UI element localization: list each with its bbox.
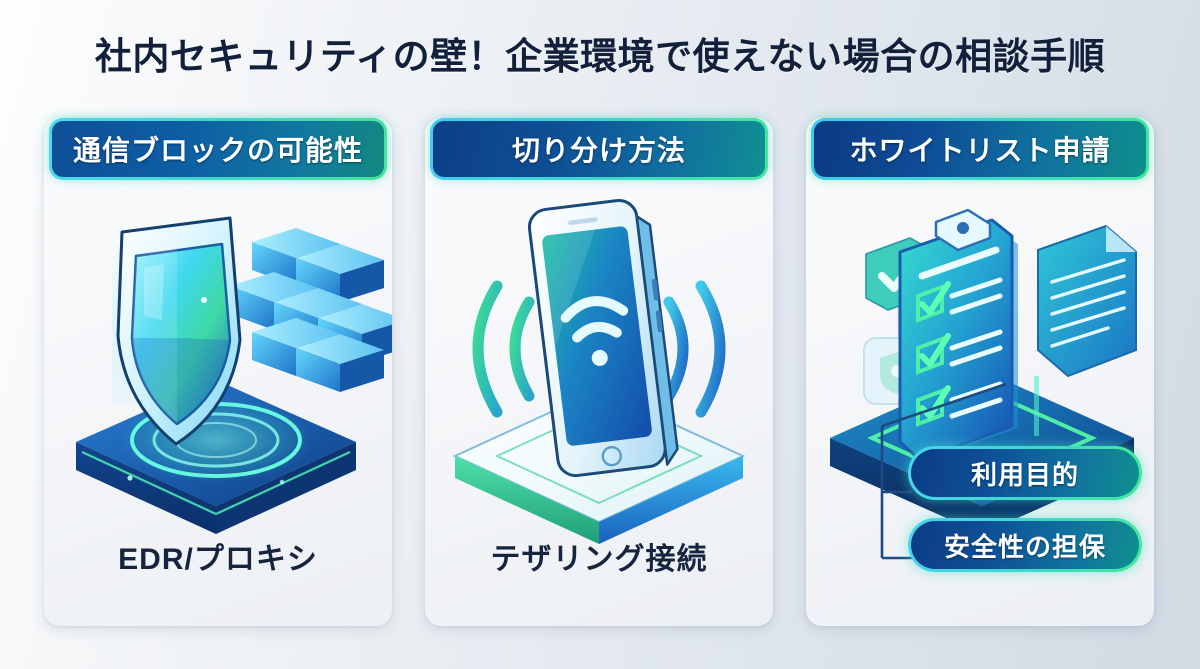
tree-connector-lines: [880, 382, 1007, 560]
card-caption-communication-block: EDR/プロキシ: [118, 543, 318, 576]
card-header-fill: [814, 121, 1146, 177]
pill-fill: [911, 449, 1139, 497]
card-caption-isolation-method: テザリング接続: [490, 543, 708, 576]
pill-fill: [911, 521, 1139, 569]
card-isolation-method[interactable]: 切り分け方法: [425, 118, 773, 626]
cards-container: 通信ブロックの可能性: [44, 118, 1156, 626]
card-header-label: 通信ブロックの可能性: [72, 135, 363, 166]
card-header-label: 切り分け方法: [511, 135, 686, 166]
card-header-fill: [433, 121, 765, 177]
page-title-bar: 社内セキュリティの壁！企業環境で使えない場合の相談手順: [0, 22, 1200, 84]
page-title: 社内セキュリティの壁！企業環境で使えない場合の相談手順: [94, 36, 1106, 77]
card-whitelist-request[interactable]: ホワイトリスト申請: [806, 118, 1154, 626]
shield-firewall-icon: [44, 190, 392, 550]
pill-security-assurance[interactable]: 安全性の担保: [908, 518, 1142, 572]
pill-purpose-of-use[interactable]: 利用目的: [908, 446, 1142, 500]
pill-label: 利用目的: [970, 459, 1079, 490]
whitelist-pill-group: 利用目的 安全性の担保: [856, 382, 1142, 588]
card-header-label: ホワイトリスト申請: [849, 135, 1111, 166]
card-header-isolation-method: 切り分け方法: [430, 118, 768, 180]
card-header-communication-block: 通信ブロックの可能性: [49, 118, 387, 180]
card-header-fill: [52, 121, 384, 177]
card-header-whitelist-request: ホワイトリスト申請: [811, 118, 1149, 180]
card-communication-block[interactable]: 通信ブロックの可能性: [44, 118, 392, 626]
smartphone-wifi-icon: [425, 190, 773, 550]
pill-label: 安全性の担保: [943, 531, 1106, 562]
